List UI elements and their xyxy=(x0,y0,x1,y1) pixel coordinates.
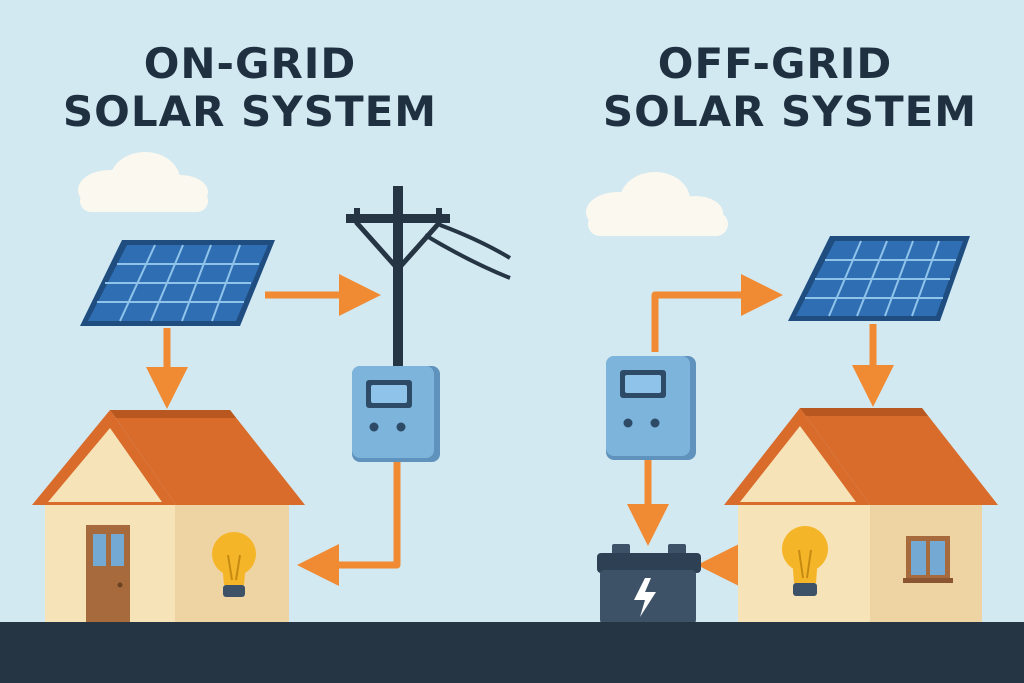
house-icon xyxy=(32,410,305,625)
battery-icon xyxy=(597,544,701,624)
arrow-icon xyxy=(651,274,783,352)
arrow-icon xyxy=(297,462,401,586)
lightning-bolt-icon xyxy=(634,578,656,617)
solar-panel-icon xyxy=(788,236,970,321)
light-bulb-icon xyxy=(782,526,828,596)
off-grid-title-line1: OFF-GRID xyxy=(658,39,893,88)
cloud-icon xyxy=(586,172,728,236)
on-grid-title-line2: SOLAR SYSTEM xyxy=(63,87,437,136)
solar-panel-icon xyxy=(80,240,275,326)
cloud-icon xyxy=(78,152,208,212)
light-bulb-icon xyxy=(212,532,256,597)
on-grid-title-line1: ON-GRID xyxy=(144,39,357,88)
utility-pole-icon xyxy=(346,186,512,366)
window-icon xyxy=(903,536,953,583)
ground xyxy=(0,622,1024,683)
inverter-icon xyxy=(352,366,440,462)
off-grid-title-line2: SOLAR SYSTEM xyxy=(603,87,977,136)
inverter-icon xyxy=(606,356,696,460)
